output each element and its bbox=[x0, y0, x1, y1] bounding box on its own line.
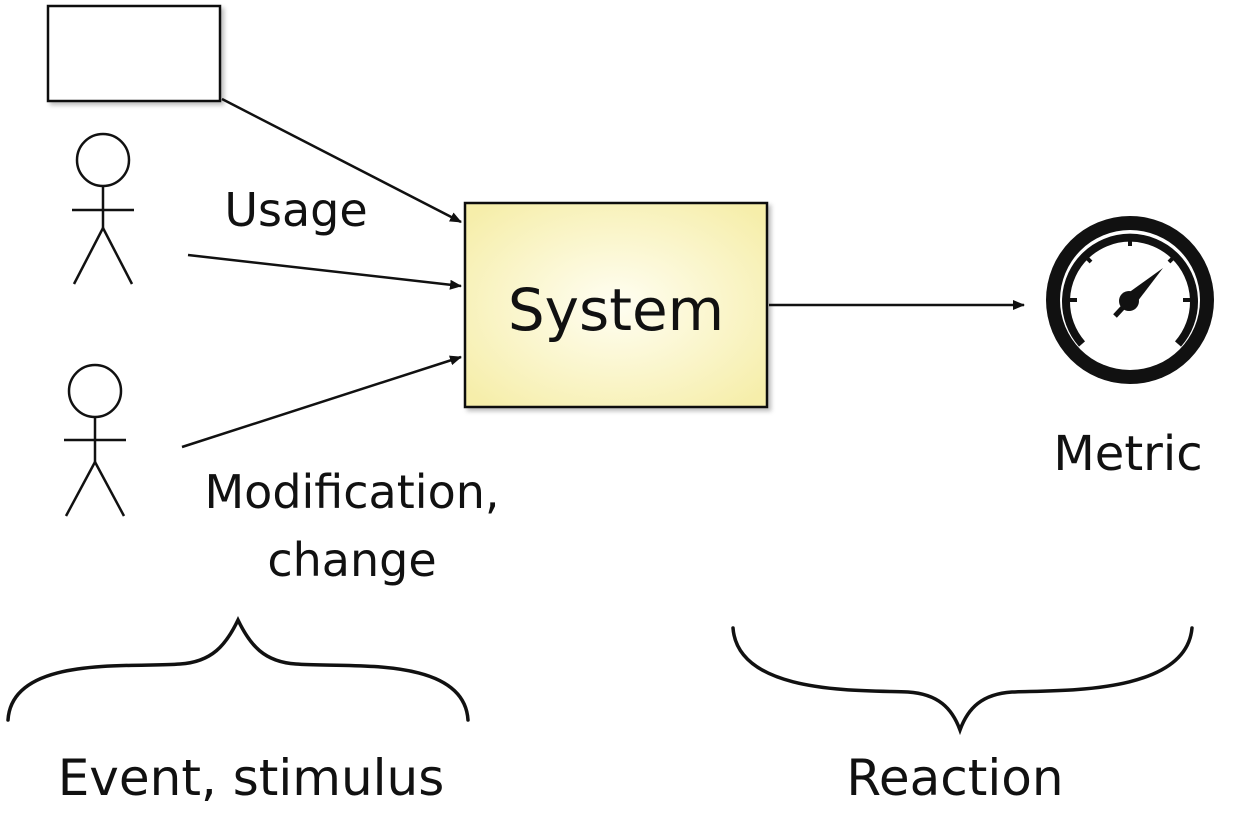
system-label: System bbox=[508, 276, 724, 344]
actor-icon bbox=[64, 363, 126, 517]
reaction-label: Reaction bbox=[846, 749, 1063, 807]
change-label: change bbox=[267, 533, 436, 587]
arrow-external-system-to-system bbox=[221, 97, 462, 224]
event-stimulus-label: Event, stimulus bbox=[58, 749, 445, 807]
event-brace bbox=[6, 615, 470, 722]
metric-label: Metric bbox=[1053, 426, 1202, 482]
reaction-brace bbox=[731, 626, 1194, 736]
arrow-usage-to-system bbox=[187, 253, 462, 290]
actor-icon bbox=[72, 132, 134, 285]
system-box bbox=[463, 201, 769, 409]
arrow-modification-to-system bbox=[181, 355, 462, 449]
modification-label: Modification, bbox=[204, 465, 499, 519]
external-system-box bbox=[46, 4, 222, 103]
gauge-icon bbox=[1046, 216, 1214, 384]
usage-label: Usage bbox=[224, 183, 367, 237]
